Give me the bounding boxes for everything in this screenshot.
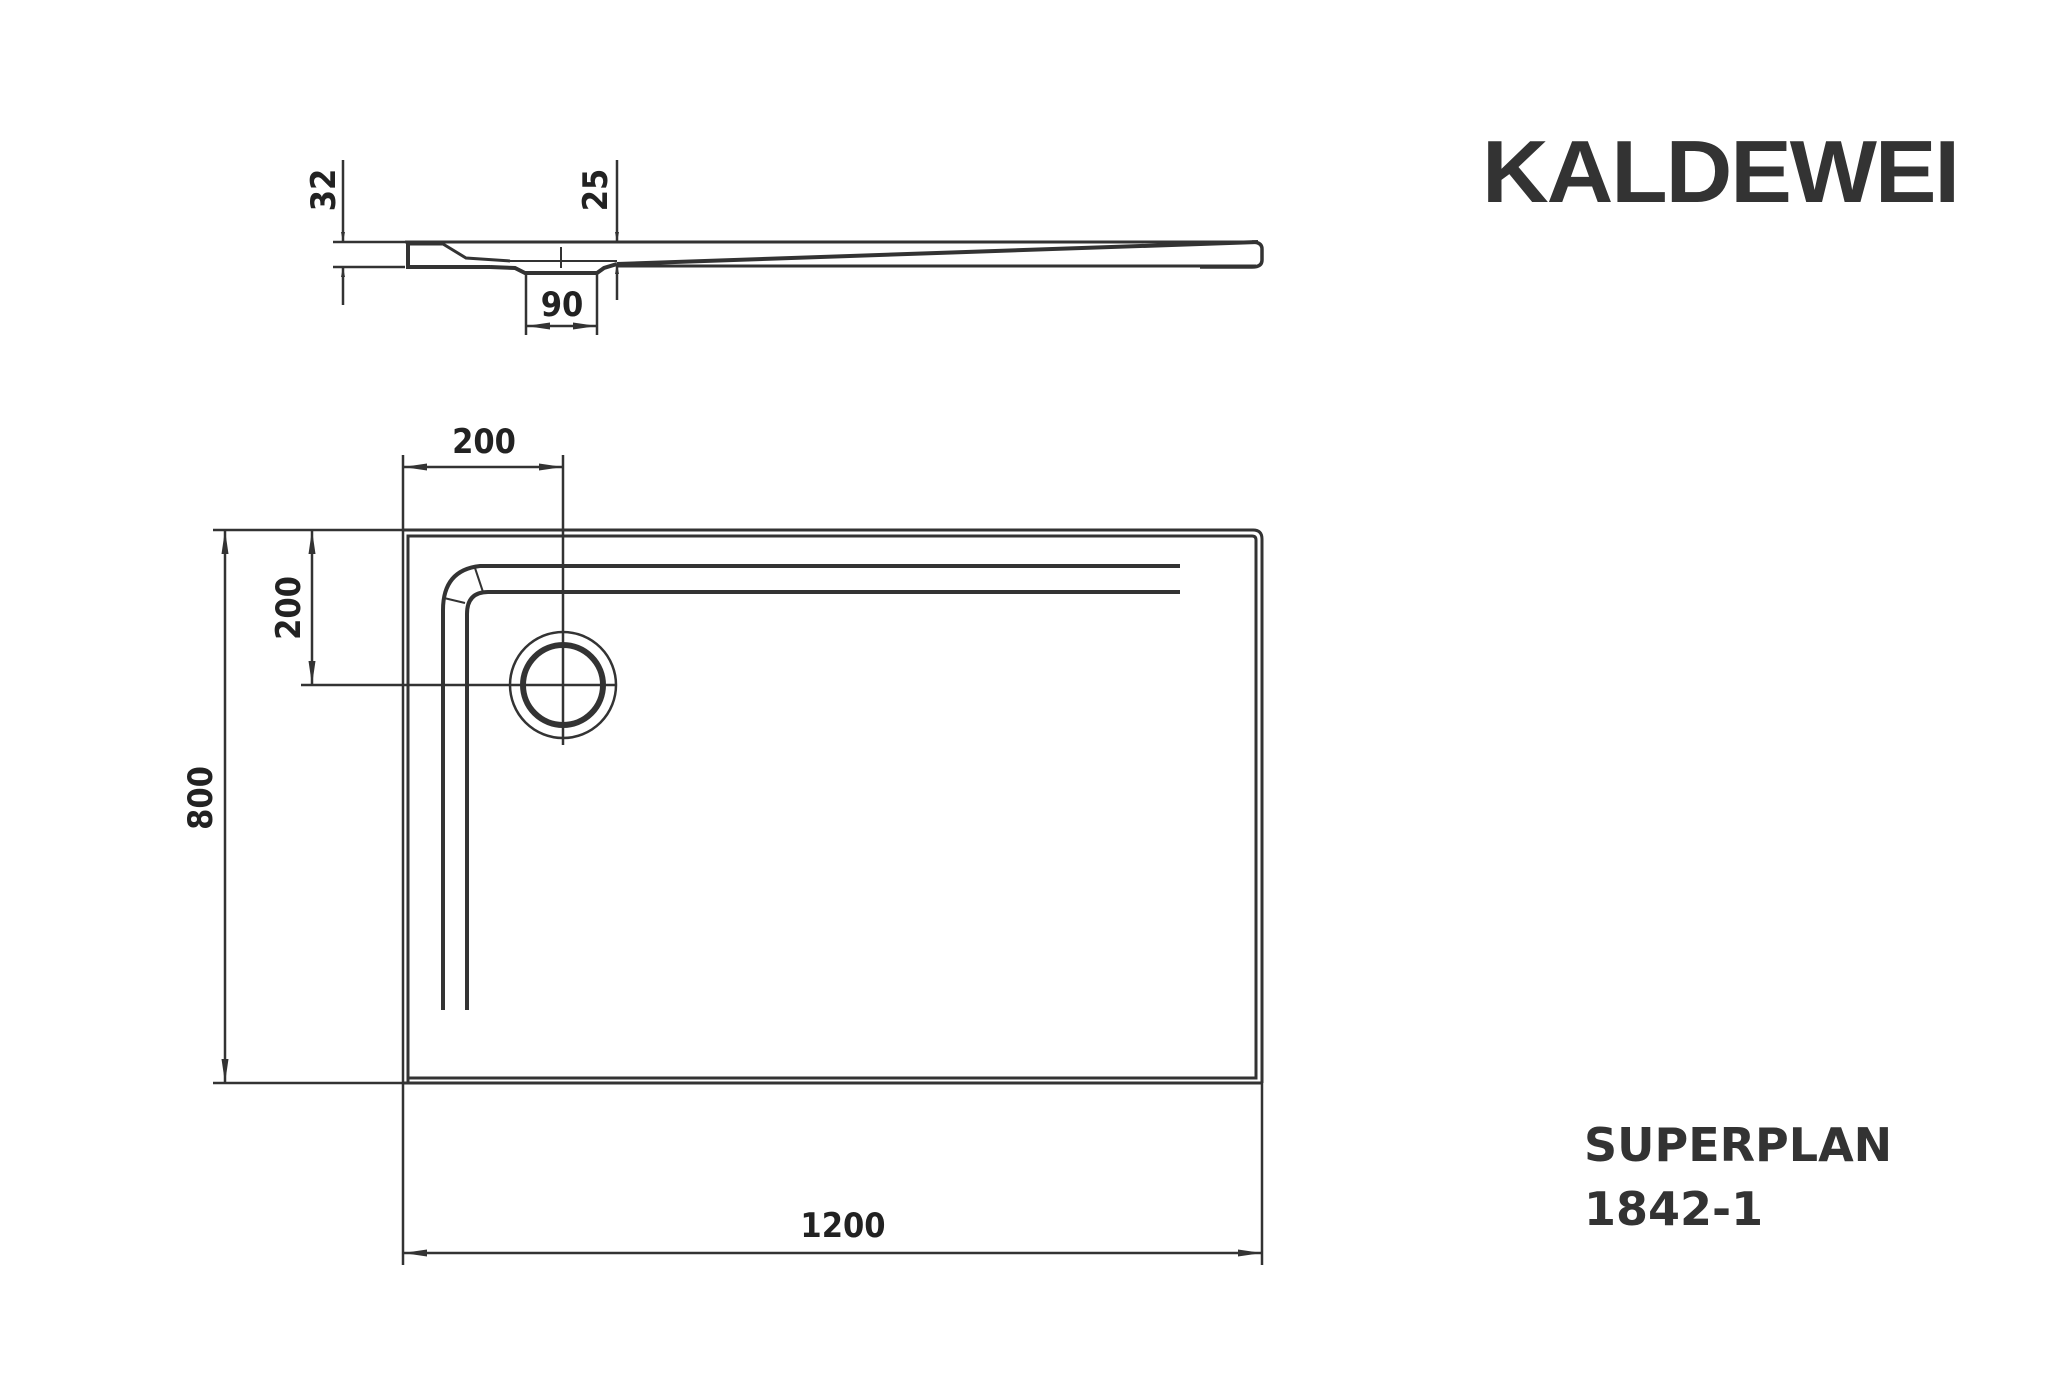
- kaldewei-logo: KALDEWEI: [1482, 122, 1960, 221]
- side-view: 32 25 90: [304, 160, 1264, 335]
- dim-total-height: 32: [304, 169, 344, 212]
- product-label: SUPERPLAN 1842-1: [1584, 1113, 1892, 1241]
- product-model: 1842-1: [1584, 1182, 1764, 1236]
- drain-icon: [508, 630, 618, 740]
- plan-view: 200 200 800 1200: [181, 422, 1264, 1265]
- dim-depth: 800: [181, 766, 221, 830]
- dim-width: 1200: [800, 1206, 885, 1246]
- dim-drain-height: 25: [576, 169, 616, 212]
- dim-drain-width: 90: [541, 285, 584, 325]
- product-name: SUPERPLAN: [1584, 1118, 1893, 1172]
- dim-drain-offset-x: 200: [452, 422, 516, 462]
- dim-drain-offset-y: 200: [269, 576, 309, 640]
